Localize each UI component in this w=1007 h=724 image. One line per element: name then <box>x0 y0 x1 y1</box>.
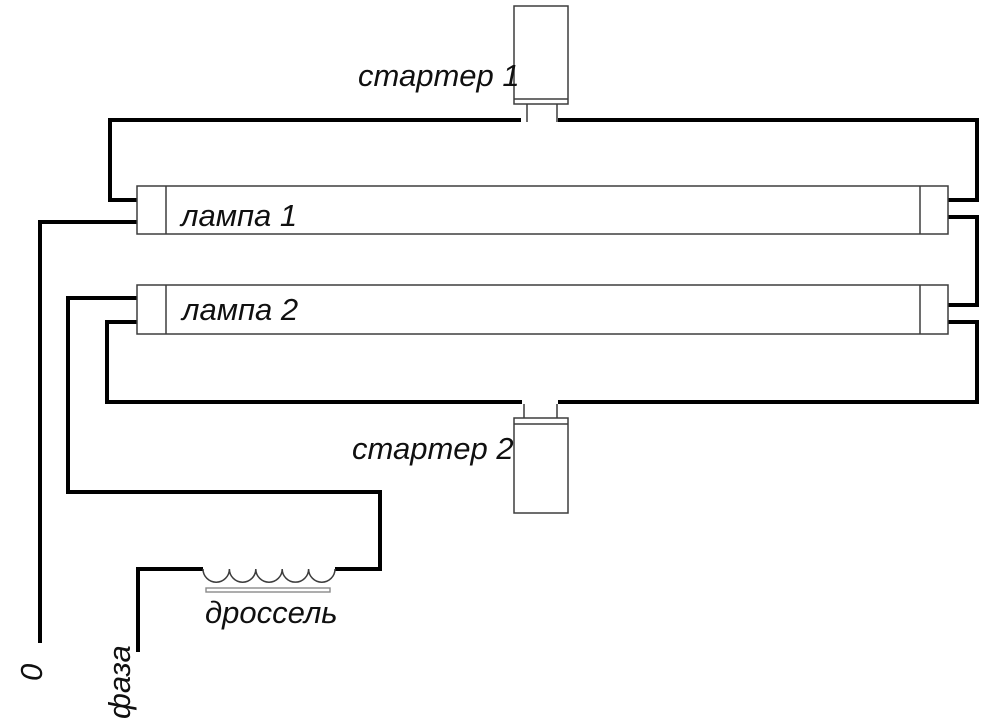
wire-top-bus-right <box>558 118 979 202</box>
terminals: 0 фаза <box>14 645 137 719</box>
phase-terminal-label: фаза <box>102 645 137 719</box>
starter-2-label: стартер 2 <box>352 431 514 466</box>
starter-1-body <box>513 5 569 105</box>
lamp-1: лампа 1 <box>136 185 949 235</box>
lamp-1-label: лампа 1 <box>179 198 297 233</box>
choke-coil <box>202 568 336 583</box>
choke: дроссель <box>202 568 338 630</box>
lamp-2-tube <box>136 284 949 335</box>
choke-core-bar <box>205 587 331 593</box>
wire-phase-lower <box>136 567 203 652</box>
starter-2: стартер 2 <box>352 404 569 514</box>
starter-2-neck <box>523 404 558 418</box>
starter-1: стартер 1 <box>358 5 569 122</box>
wires <box>38 118 979 652</box>
wire-top-bus-left <box>108 118 521 202</box>
lamp-2-label: лампа 2 <box>180 292 298 327</box>
wire-lamp-link-right <box>948 215 979 307</box>
wire-bottom-bus-right <box>558 320 979 404</box>
starter-1-label: стартер 1 <box>358 58 520 93</box>
wire-bottom-bus-left <box>105 320 522 404</box>
neutral-terminal-label: 0 <box>14 664 49 681</box>
lamp-2: лампа 2 <box>136 284 949 335</box>
lamp-1-tube <box>136 185 949 235</box>
choke-label: дроссель <box>205 595 338 630</box>
starter-2-body <box>513 417 569 514</box>
wire-phase-upper <box>66 296 382 571</box>
starter-1-neck <box>526 104 558 122</box>
wire-neutral <box>38 220 137 643</box>
